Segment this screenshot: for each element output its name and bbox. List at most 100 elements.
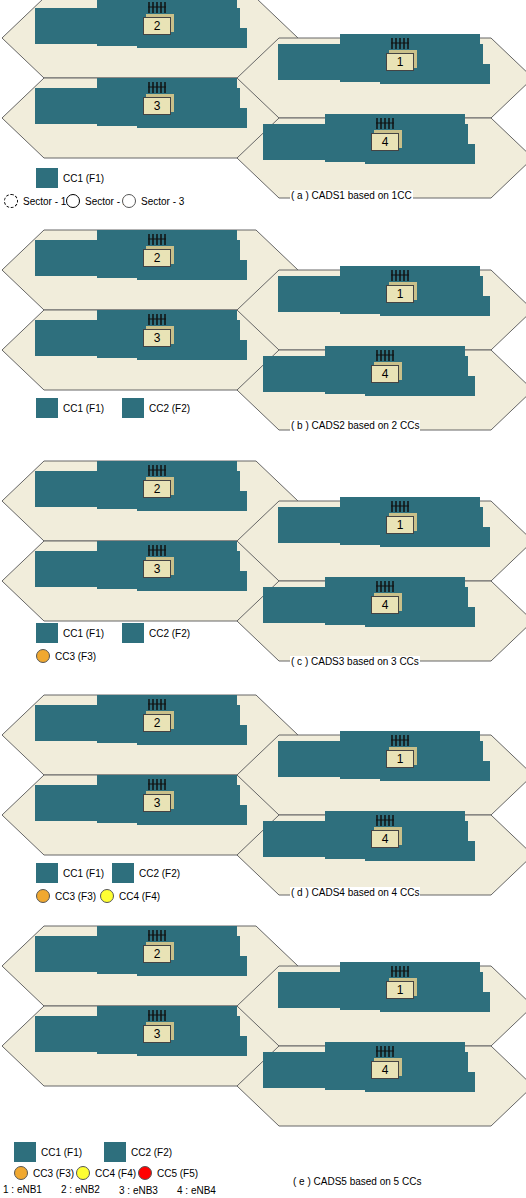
- panel-caption: ( a ) CADS1 based on 1CC: [290, 190, 413, 201]
- legend-swatch: [36, 889, 50, 903]
- enb-number: 2: [154, 251, 161, 265]
- legend-swatch: [100, 889, 114, 903]
- legend-item: Sector - 2: [66, 194, 129, 208]
- legend-item: CC2 (F2): [104, 1142, 173, 1162]
- enb-number: 4: [382, 598, 389, 612]
- enb-box: 3: [143, 329, 171, 347]
- enb-number: 1: [397, 752, 404, 766]
- antenna: [148, 239, 166, 240]
- enb-key: 2 : eNB2: [60, 1184, 101, 1195]
- panel-caption: ( d ) CADS4 based on 4 CCs: [290, 887, 420, 898]
- enb-box: 3: [143, 1025, 171, 1043]
- sector-symbol: [66, 194, 80, 208]
- antenna: [148, 784, 166, 785]
- legend-text: CC3 (F3): [54, 891, 97, 902]
- antenna: [148, 470, 166, 471]
- legend-item: Sector - 3: [122, 194, 185, 208]
- antenna: [148, 319, 166, 320]
- enb-number: 4: [382, 1063, 389, 1077]
- antenna: [148, 7, 166, 8]
- antenna: [376, 355, 394, 356]
- enb-box: 4: [371, 830, 399, 848]
- legend-text: Sector - 1: [22, 196, 67, 207]
- legend-text: CC2 (F2): [148, 403, 191, 414]
- legend-item: CC1 (F1): [36, 398, 105, 418]
- legend-swatch: [76, 1166, 90, 1180]
- legend-text: CC2 (F2): [138, 868, 181, 879]
- enb-number: 1: [397, 983, 404, 997]
- legend-swatch: [36, 168, 58, 188]
- legend-item: CC3 (F3): [14, 1166, 75, 1180]
- antenna: [148, 87, 166, 88]
- legend-item: CC2 (F2): [122, 398, 191, 418]
- enb-number: 4: [382, 832, 389, 846]
- legend-swatch: [122, 623, 144, 643]
- antenna: [391, 971, 409, 972]
- legend-swatch: [112, 863, 134, 883]
- legend-text: CC5 (F5): [156, 1168, 199, 1179]
- legend-swatch: [36, 623, 58, 643]
- enb-box: 2: [143, 17, 171, 35]
- enb-box: 2: [143, 714, 171, 732]
- enb-number: 1: [397, 55, 404, 69]
- legend-item: CC1 (F1): [14, 1142, 83, 1162]
- panel-caption: ( e ) CADS5 based on 5 CCs: [292, 1176, 422, 1187]
- legend-swatch: [36, 863, 58, 883]
- legend-text: CC3 (F3): [32, 1168, 75, 1179]
- enb-box: 1: [386, 516, 414, 534]
- antenna: [376, 820, 394, 821]
- enb-box: 3: [143, 97, 171, 115]
- legend-swatch: [122, 398, 144, 418]
- legend-text: CC1 (F1): [62, 628, 105, 639]
- enb-box: 1: [386, 285, 414, 303]
- enb-box: 2: [143, 480, 171, 498]
- antenna: [391, 740, 409, 741]
- antenna: [376, 1051, 394, 1052]
- enb-number: 3: [154, 331, 161, 345]
- enb-box: 2: [143, 945, 171, 963]
- enb-number: 2: [154, 716, 161, 730]
- enb-number: 1: [397, 518, 404, 532]
- legend-swatch: [104, 1142, 126, 1162]
- enb-number: 3: [154, 99, 161, 113]
- antenna: [376, 123, 394, 124]
- legend-item: CC2 (F2): [122, 623, 191, 643]
- sector-symbol: [4, 194, 18, 208]
- legend-text: CC2 (F2): [148, 628, 191, 639]
- panel-caption: ( b ) CADS2 based on 2 CCs: [290, 420, 420, 431]
- legend-item: Sector - 1: [4, 194, 67, 208]
- enb-box: 1: [386, 981, 414, 999]
- antenna: [148, 935, 166, 936]
- sector-symbol: [122, 194, 136, 208]
- enb-number: 2: [154, 19, 161, 33]
- legend-item: CC1 (F1): [36, 623, 105, 643]
- antenna: [391, 43, 409, 44]
- legend-text: CC4 (F4): [118, 891, 161, 902]
- enb-number: 3: [154, 562, 161, 576]
- panel-caption: ( c ) CADS3 based on 3 CCs: [290, 656, 420, 667]
- legend-text: CC1 (F1): [40, 1147, 83, 1158]
- legend-swatch: [36, 649, 50, 663]
- legend-swatch: [14, 1142, 36, 1162]
- enb-number: 3: [154, 796, 161, 810]
- antenna: [148, 550, 166, 551]
- enb-key: 3 : eNB3: [118, 1185, 159, 1196]
- legend-swatch: [36, 398, 58, 418]
- antenna: [376, 586, 394, 587]
- enb-number: 3: [154, 1027, 161, 1041]
- enb-box: 3: [143, 560, 171, 578]
- legend-item: CC4 (F4): [100, 889, 161, 903]
- antenna: [148, 1015, 166, 1016]
- legend-text: CC2 (F2): [130, 1147, 173, 1158]
- legend-swatch: [14, 1166, 28, 1180]
- enb-number: 4: [382, 367, 389, 381]
- enb-box: 1: [386, 53, 414, 71]
- legend-item: CC5 (F5): [138, 1166, 199, 1180]
- enb-number: 2: [154, 482, 161, 496]
- enb-box: 1: [386, 750, 414, 768]
- legend-item: CC1 (F1): [36, 863, 105, 883]
- enb-box: 2: [143, 249, 171, 267]
- legend-item: CC4 (F4): [76, 1166, 137, 1180]
- enb-number: 2: [154, 947, 161, 961]
- enb-box: 4: [371, 1061, 399, 1079]
